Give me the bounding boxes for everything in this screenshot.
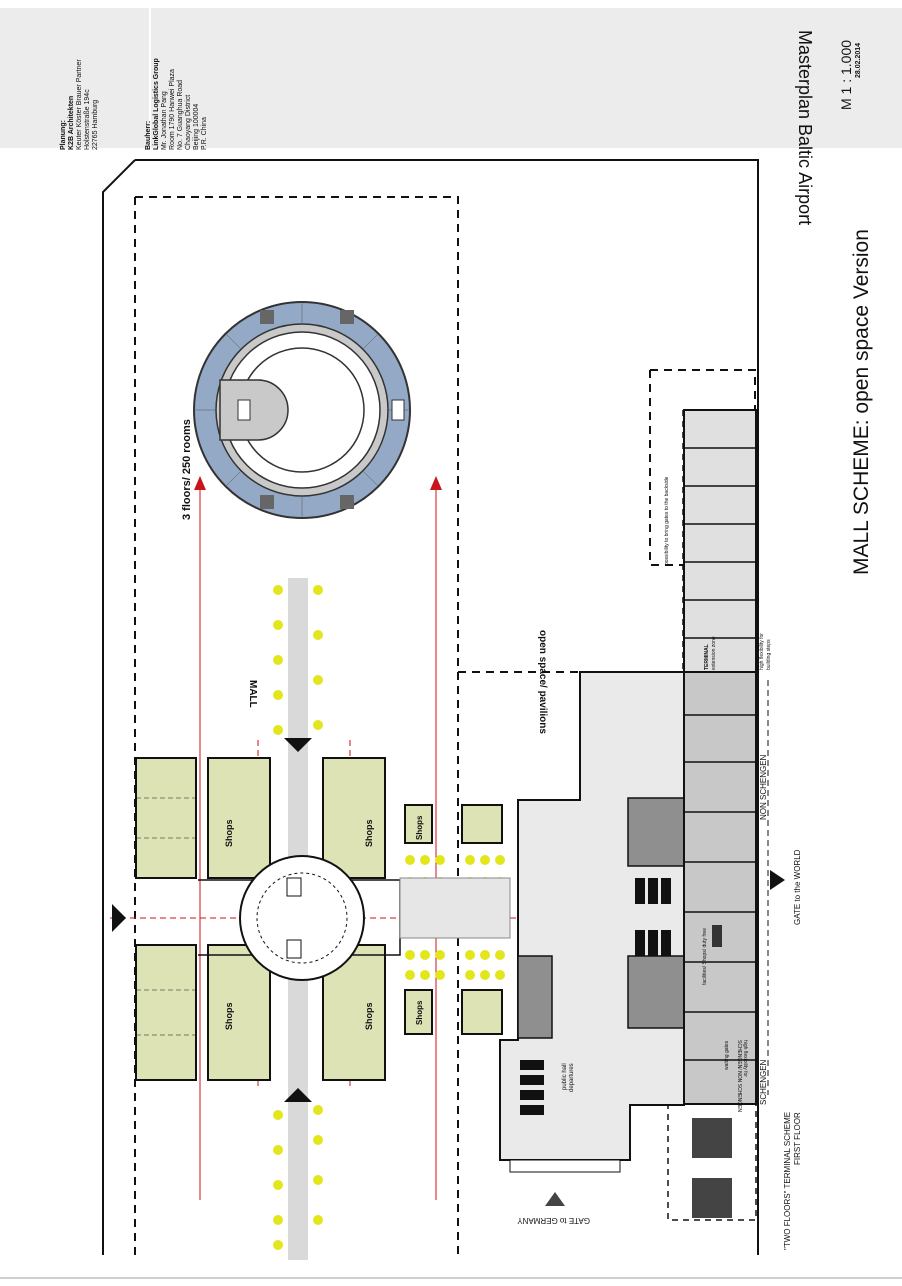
svg-text:SCHENGEN/ NON SCHENGEN: SCHENGEN/ NON SCHENGEN	[736, 1040, 742, 1112]
shops-label: Shops	[224, 1002, 234, 1030]
shop-block	[135, 757, 197, 879]
plaza-stairs	[399, 877, 511, 939]
site-boundary	[102, 159, 759, 1255]
gate-world-label: GATE to the WORLD	[793, 849, 802, 925]
mall-direction-arrow	[284, 738, 312, 752]
hotel-core	[219, 379, 289, 441]
gate-germany-arrow	[545, 1192, 565, 1206]
mall-label: MALL	[247, 680, 258, 708]
gate-block	[692, 1178, 732, 1218]
pavilion	[461, 989, 503, 1035]
gate-block	[692, 1118, 732, 1158]
shop-block	[207, 944, 271, 1081]
pavilion-shops-label: Shops	[415, 815, 424, 840]
pavilion	[461, 804, 503, 844]
two-floors-label: "TWO FLOORS" TERMINAL SCHEME	[783, 1112, 792, 1250]
planning-info: Planung: K2B Architekten Keuter Köster B…	[60, 59, 99, 150]
hotel-ring	[193, 301, 411, 519]
open-space-zone	[134, 196, 580, 1255]
public-hall-label: public hall	[562, 1063, 568, 1090]
possibility-label: possibility to bring gates to the backsi…	[664, 476, 670, 565]
shop-block	[322, 757, 386, 879]
hotel-access-arrow	[194, 476, 206, 490]
central-atrium	[198, 855, 401, 981]
svg-text:FIRST FLOOR: FIRST FLOOR	[793, 1112, 802, 1165]
shops-label: Shops	[224, 819, 234, 847]
scale-label: M 1 : 1.000	[838, 39, 854, 110]
open-space-label: open space/ pavilions	[537, 630, 548, 734]
axis-arrow-west	[112, 904, 126, 932]
gate-germany-label: GATE to GERMANY	[517, 1216, 590, 1225]
extension-zone-label: extension zone	[711, 636, 717, 670]
svg-text:departures: departures	[569, 1063, 575, 1092]
hotel-label: 3 floors/ 250 rooms	[181, 419, 193, 520]
project-title: Masterplan Baltic Airport	[795, 30, 815, 226]
sheet-title: MALL SCHEME: open space Version	[850, 229, 873, 575]
shops-label: Shops	[364, 1002, 374, 1030]
gate-world-arrow	[770, 870, 785, 890]
schengen-label: SCHENGEN	[759, 1059, 768, 1105]
shops-label: Shops	[364, 819, 374, 847]
shop-block	[322, 944, 386, 1081]
open-space-access-arrow	[430, 476, 442, 490]
svg-text:building steps: building steps	[766, 639, 772, 670]
high-flex-schengen-label: high flexibility for	[742, 1040, 748, 1077]
pavilion-shops-label: Shops	[415, 1000, 424, 1025]
waiting-gates-label: waiting gates	[724, 1040, 730, 1070]
facilities-label: facilities/ Shops/ duty free	[702, 928, 708, 985]
non-schengen-label: NON SCHENGEN	[759, 754, 768, 820]
pavilion	[404, 989, 433, 1035]
pavilion	[404, 804, 433, 844]
terminal-building	[499, 409, 757, 1218]
terminal-label: TERMINAL	[704, 644, 710, 670]
shop-block	[207, 757, 271, 879]
shop-block	[135, 944, 197, 1081]
title-block-band	[0, 8, 902, 148]
client-info: Bauherr: LinkGlobal Logistics Group Mr. …	[145, 58, 208, 150]
high-flex-steps-label: high flexibility for	[759, 633, 765, 670]
date-label: 28.02.2014	[855, 42, 862, 78]
